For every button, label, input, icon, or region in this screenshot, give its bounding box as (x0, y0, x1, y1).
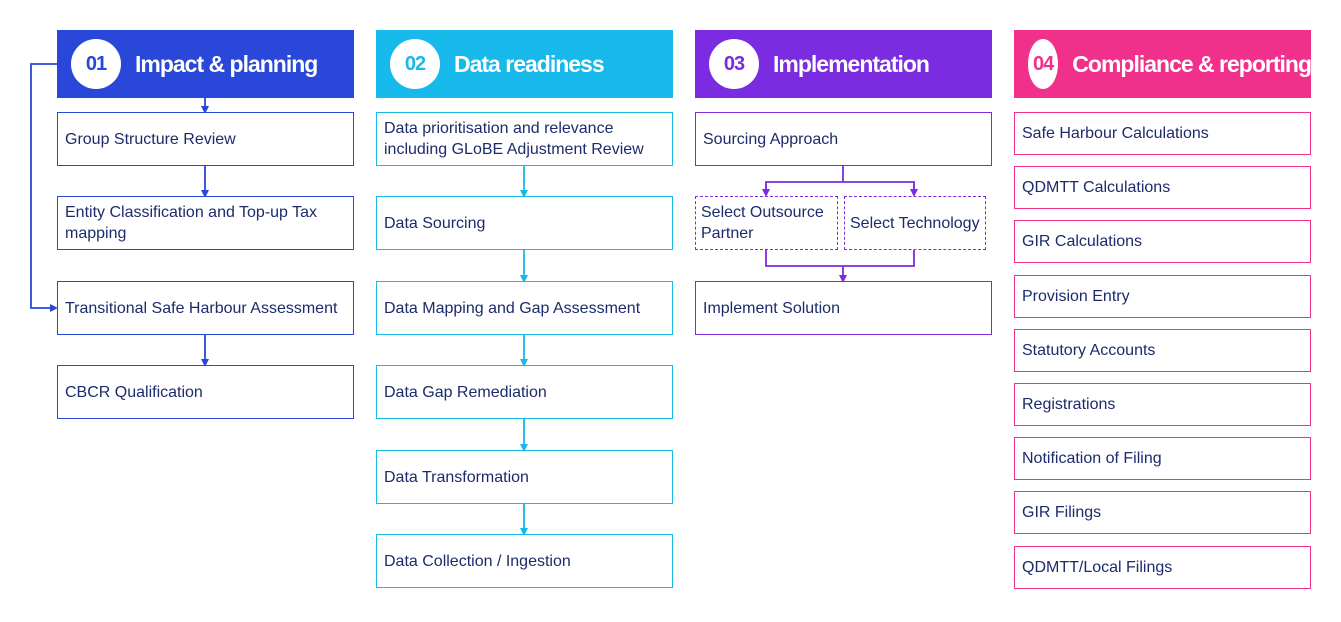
option-select-outsource-partner: Select Outsource Partner (695, 196, 838, 250)
option-select-technology: Select Technology (844, 196, 986, 250)
item-registrations: Registrations (1014, 383, 1311, 426)
item-statutory-accounts: Statutory Accounts (1014, 329, 1311, 372)
header-impact-planning: 01 Impact & planning (57, 30, 354, 98)
step-group-structure-review: Group Structure Review (57, 112, 354, 166)
column-title: Compliance & reporting (1072, 50, 1312, 77)
item-gir-filings: GIR Filings (1014, 491, 1311, 534)
step-data-prioritisation: Data prioritisation and relevance includ… (376, 112, 673, 166)
step-number-badge: 03 (709, 39, 759, 89)
step-sourcing-approach: Sourcing Approach (695, 112, 992, 166)
item-gir-calculations: GIR Calculations (1014, 220, 1311, 263)
step-transitional-safe-harbour: Transitional Safe Harbour Assessment (57, 281, 354, 335)
step-number-badge: 02 (390, 39, 440, 89)
column-title: Impact & planning (135, 50, 318, 77)
step-data-collection: Data Collection / Ingestion (376, 534, 673, 588)
item-provision-entry: Provision Entry (1014, 275, 1311, 318)
header-data-readiness: 02 Data readiness (376, 30, 673, 98)
arrow-1-bypass (30, 63, 58, 312)
step-cbcr-qualification: CBCR Qualification (57, 365, 354, 419)
step-data-sourcing: Data Sourcing (376, 196, 673, 250)
item-notification-of-filing: Notification of Filing (1014, 437, 1311, 480)
step-data-transformation: Data Transformation (376, 450, 673, 504)
step-number-badge: 04 (1028, 39, 1059, 89)
header-compliance-reporting: 04 Compliance & reporting (1014, 30, 1312, 98)
column-title: Implementation (773, 50, 930, 77)
item-qdmtt-local-filings: QDMTT/Local Filings (1014, 546, 1311, 589)
item-safe-harbour-calculations: Safe Harbour Calculations (1014, 112, 1311, 155)
step-entity-classification: Entity Classification and Top-up Tax map… (57, 196, 354, 250)
step-data-mapping: Data Mapping and Gap Assessment (376, 281, 673, 335)
step-data-gap-remediation: Data Gap Remediation (376, 365, 673, 419)
item-qdmtt-calculations: QDMTT Calculations (1014, 166, 1311, 209)
step-implement-solution: Implement Solution (695, 281, 992, 335)
column-title: Data readiness (454, 50, 605, 77)
header-implementation: 03 Implementation (695, 30, 992, 98)
step-number-badge: 01 (71, 39, 121, 89)
